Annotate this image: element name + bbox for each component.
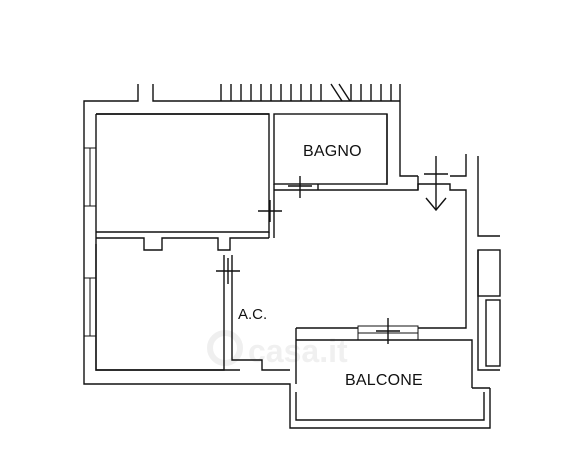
entrance-arrow-icon <box>424 156 448 212</box>
label-balcony: BALCONE <box>345 372 423 389</box>
room-bathroom <box>273 113 388 190</box>
left-windows <box>83 147 97 337</box>
room-bottom-left <box>95 244 290 371</box>
watermark-text: casa.it <box>248 333 348 369</box>
room-top-left <box>96 113 270 233</box>
top-window-ticks <box>220 83 401 102</box>
interior-wall-middle <box>96 232 270 251</box>
room-living-area <box>273 183 467 384</box>
door-markers <box>216 176 400 344</box>
label-living-area: A.C. <box>238 306 267 323</box>
right-wall-details <box>477 249 501 367</box>
watermark: casa.it <box>207 330 348 369</box>
watermark-logo-icon <box>207 330 243 366</box>
label-bathroom: BAGNO <box>303 143 362 160</box>
room-balcony <box>289 339 491 429</box>
